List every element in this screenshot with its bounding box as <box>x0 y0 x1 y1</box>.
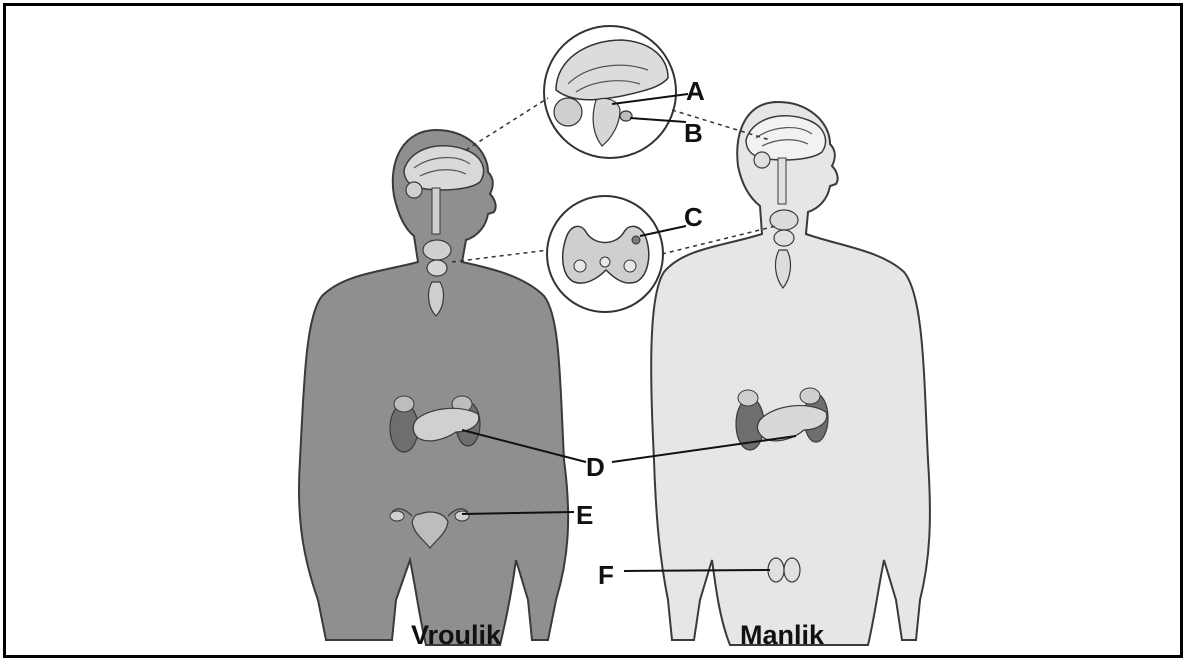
female-figure <box>299 130 568 645</box>
caption-male: Manlik <box>740 620 825 650</box>
label-e: E <box>576 500 593 530</box>
label-a: A <box>686 76 705 106</box>
female-ovary-right <box>455 511 469 521</box>
thyroid-zoom-circle <box>547 196 663 312</box>
pituitary-gland <box>620 111 632 121</box>
male-figure <box>651 102 930 645</box>
female-cerebellum <box>406 182 422 198</box>
caption-female: Vroulik <box>411 620 502 650</box>
label-f: F <box>598 560 614 590</box>
female-thyroid <box>423 240 451 260</box>
male-testis-left <box>768 558 784 582</box>
parathyroid-gland <box>632 236 640 244</box>
label-b: B <box>684 118 703 148</box>
male-testis-right <box>784 558 800 582</box>
male-cerebellum <box>754 152 770 168</box>
brain-zoom-circle <box>544 26 676 158</box>
label-c: C <box>684 202 703 232</box>
label-d: D <box>586 452 605 482</box>
female-ovary-left <box>390 511 404 521</box>
